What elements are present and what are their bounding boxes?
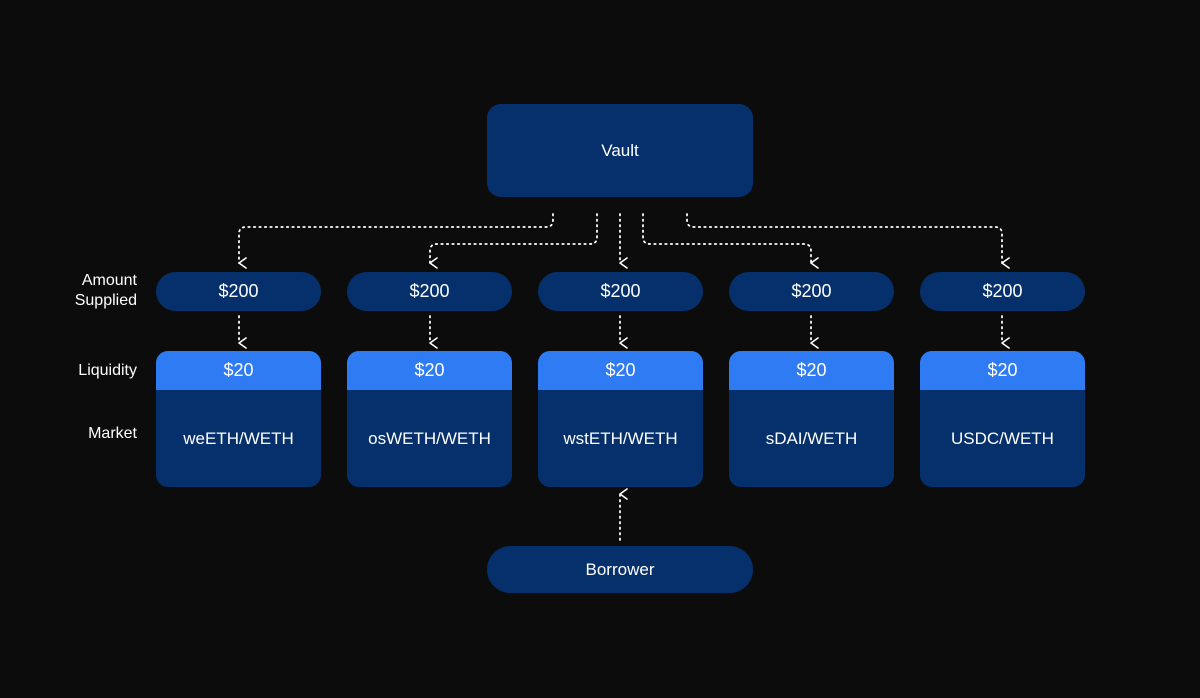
connector-vault-col3 (642, 213, 819, 269)
liquidity-value: $20 (223, 360, 254, 380)
connector-vault-col1 (429, 213, 598, 269)
connector-vault-col0 (238, 213, 554, 269)
market-name-area: sDAI/WETH (729, 390, 894, 487)
market-box: $20 wstETH/WETH (538, 351, 703, 487)
liquidity-value: $20 (414, 360, 445, 380)
market-name-area: wstETH/WETH (538, 390, 703, 487)
borrower-label: Borrower (585, 559, 655, 579)
amount-value: $200 (791, 281, 832, 301)
borrower-box: Borrower (487, 546, 753, 593)
liquidity-value: $20 (796, 360, 827, 380)
market-name: wstETH/WETH (563, 428, 678, 448)
row-label-liquidity: Liquidity (78, 362, 137, 379)
liquidity-value: $20 (605, 360, 636, 380)
row-label-amount-supplied: Amount Supplied (75, 271, 137, 311)
amount-pill: $200 (920, 272, 1085, 311)
market-name: sDAI/WETH (765, 428, 858, 448)
market-name-area: weETH/WETH (156, 390, 321, 487)
row-label-amount-line2: Supplied (74, 292, 137, 309)
liquidity-band: $20 (729, 351, 894, 390)
amount-pill: $200 (729, 272, 894, 311)
vault-label: Vault (601, 140, 639, 160)
market-name-area: osWETH/WETH (347, 390, 512, 487)
liquidity-value: $20 (987, 360, 1018, 380)
market-name-area: USDC/WETH (920, 390, 1085, 487)
row-label-amount-line1: Amount (81, 272, 137, 289)
amount-value: $200 (982, 281, 1023, 301)
market-box: $20 weETH/WETH (156, 351, 321, 487)
amount-value: $200 (409, 281, 450, 301)
market-name: weETH/WETH (183, 428, 294, 448)
amount-value: $200 (218, 281, 259, 301)
market-box: $20 sDAI/WETH (729, 351, 894, 487)
connector-vault-col4 (686, 213, 1010, 269)
amount-pill: $200 (538, 272, 703, 311)
row-label-market: Market (88, 425, 137, 442)
liquidity-band: $20 (920, 351, 1085, 390)
amount-value: $200 (600, 281, 641, 301)
liquidity-band: $20 (538, 351, 703, 390)
market-box: $20 osWETH/WETH (347, 351, 512, 487)
liquidity-band: $20 (156, 351, 321, 390)
amount-pill: $200 (156, 272, 321, 311)
liquidity-band: $20 (347, 351, 512, 390)
amount-pill: $200 (347, 272, 512, 311)
market-name: osWETH/WETH (368, 428, 491, 448)
vault-box: Vault (487, 104, 753, 197)
market-box: $20 USDC/WETH (920, 351, 1085, 487)
market-name: USDC/WETH (951, 428, 1054, 448)
